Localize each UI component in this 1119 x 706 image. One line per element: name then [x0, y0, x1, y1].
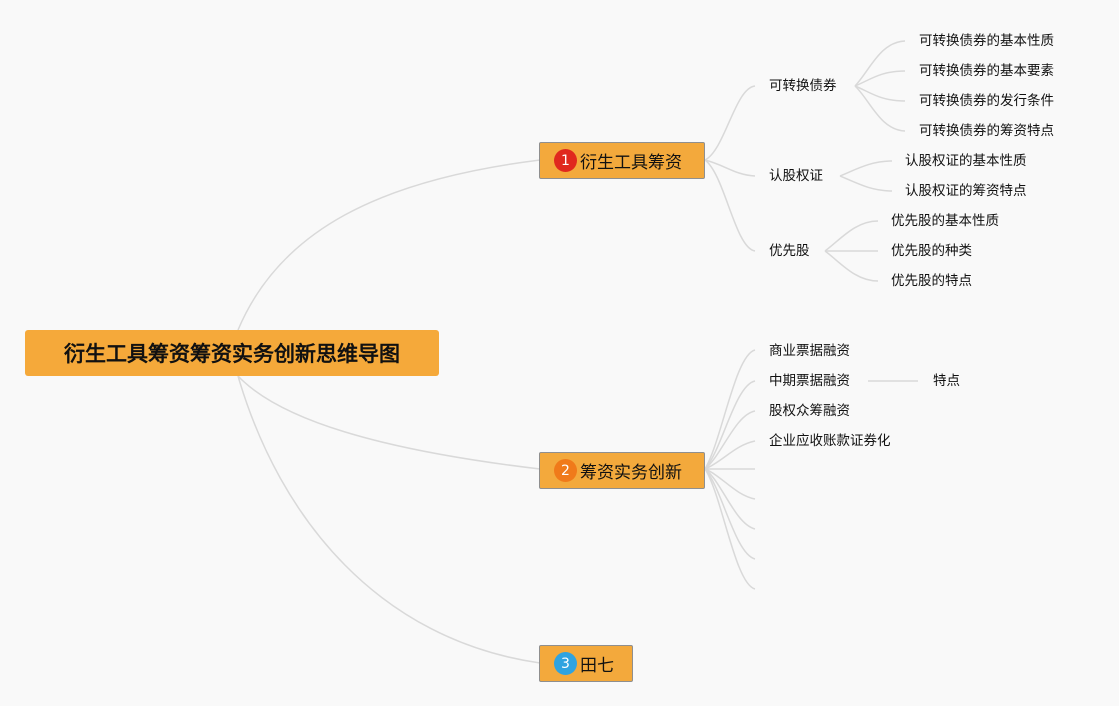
- link-cb-1: [854, 40, 906, 87]
- leaf-cb-basic-elements[interactable]: 可转换债券的基本要素: [919, 63, 1054, 79]
- link-p-1: [824, 220, 879, 252]
- number-badge-2: 2: [554, 459, 577, 482]
- link-root-branch-3: [237, 375, 541, 664]
- link-b1-preferred: [704, 159, 756, 252]
- root-topic[interactable]: 衍生工具筹资筹资实务创新思维导图: [25, 330, 439, 376]
- link-b2-2: [704, 380, 756, 470]
- subtopic-commercial-paper[interactable]: 商业票据融资: [769, 343, 850, 359]
- subtopic-convertible-bond[interactable]: 可转换债券: [769, 78, 837, 94]
- number-badge-3: 3: [554, 652, 577, 675]
- leaf-cb-issue-conditions[interactable]: 可转换债券的发行条件: [919, 93, 1054, 109]
- link-root-branch-1: [237, 159, 541, 331]
- subtopic-warrant[interactable]: 认股权证: [769, 168, 823, 184]
- leaf-p-types[interactable]: 优先股的种类: [891, 243, 972, 259]
- branch-2-topic[interactable]: 2 筹资实务创新: [539, 452, 705, 489]
- link-b2-1: [704, 349, 756, 470]
- link-b2-8: [704, 468, 756, 560]
- leaf-w-financing-features[interactable]: 认股权证的筹资特点: [905, 183, 1027, 199]
- link-root-branch-2: [237, 375, 541, 470]
- subtopic-preferred-stock[interactable]: 优先股: [769, 243, 810, 259]
- link-b2-9: [704, 468, 756, 590]
- leaf-p-features[interactable]: 优先股的特点: [891, 273, 972, 289]
- branch-3-title: 田七: [580, 656, 614, 676]
- link-b2-6: [704, 468, 756, 500]
- subtopic-equity-crowdfunding[interactable]: 股权众筹融资: [769, 403, 850, 419]
- subtopic-medium-term-note[interactable]: 中期票据融资: [769, 373, 850, 389]
- link-b2-7: [704, 468, 756, 530]
- link-cb-3: [854, 85, 906, 102]
- link-cb-2: [854, 70, 906, 87]
- leaf-w-basic-nature[interactable]: 认股权证的基本性质: [905, 153, 1027, 169]
- leaf-mtn-feature[interactable]: 特点: [933, 373, 960, 389]
- link-b1-warrant: [704, 159, 756, 177]
- number-badge-1: 1: [554, 149, 577, 172]
- leaf-p-basic-nature[interactable]: 优先股的基本性质: [891, 213, 999, 229]
- link-cb-4: [854, 85, 906, 132]
- subtopic-receivables-securitization[interactable]: 企业应收账款证券化: [769, 433, 891, 449]
- branch-2-title: 筹资实务创新: [580, 463, 682, 483]
- link-p-3: [824, 250, 879, 282]
- leaf-cb-basic-nature[interactable]: 可转换债券的基本性质: [919, 33, 1054, 49]
- link-w-1: [839, 160, 893, 177]
- branch-1-title: 衍生工具筹资: [580, 153, 682, 173]
- link-b2-3: [704, 410, 756, 470]
- link-b1-convertible: [704, 85, 756, 161]
- link-w-2: [839, 175, 893, 192]
- link-b2-4: [704, 440, 756, 470]
- branch-1-topic[interactable]: 1 衍生工具筹资: [539, 142, 705, 179]
- root-title: 衍生工具筹资筹资实务创新思维导图: [64, 342, 400, 366]
- branch-3-topic[interactable]: 3 田七: [539, 645, 633, 682]
- leaf-cb-financing-features[interactable]: 可转换债券的筹资特点: [919, 123, 1054, 139]
